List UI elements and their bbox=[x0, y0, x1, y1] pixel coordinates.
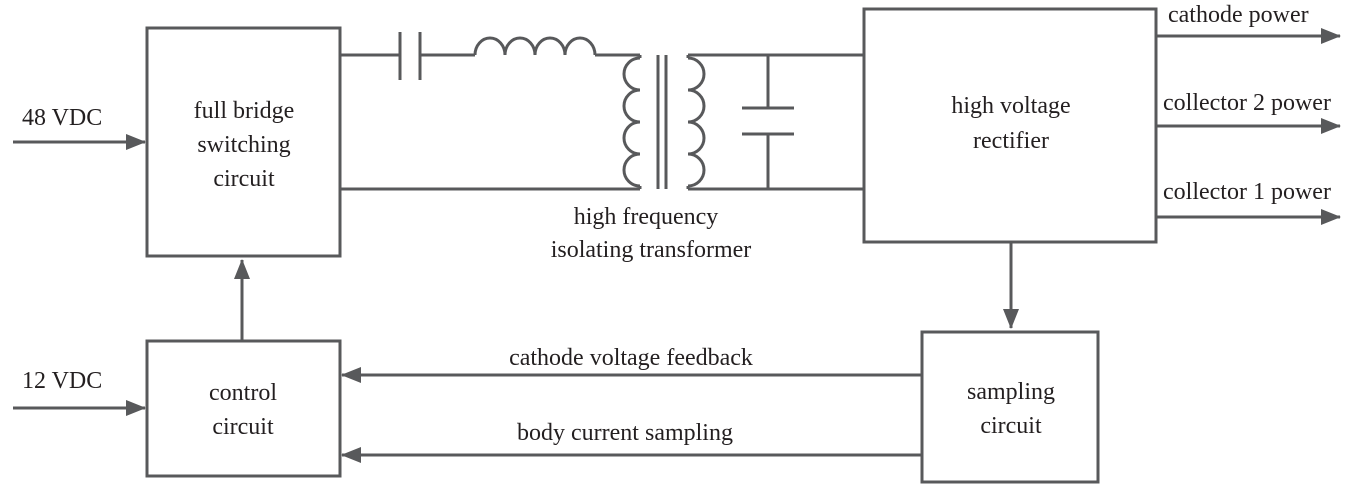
hv-rectifier-label-2: rectifier bbox=[973, 128, 1049, 154]
full-bridge-label-1: full bridge bbox=[194, 98, 295, 124]
collector2-output-label: collector 2 power bbox=[1163, 90, 1331, 116]
full-bridge-block bbox=[145, 26, 342, 258]
hv-rectifier-block bbox=[862, 7, 1158, 244]
full-bridge-label-3: circuit bbox=[213, 166, 275, 192]
control-label-2: circuit bbox=[212, 414, 274, 440]
transformer-primary bbox=[622, 56, 641, 188]
cathode-output-label: cathode power bbox=[1168, 2, 1309, 28]
resonant-network bbox=[340, 32, 864, 191]
body-current-label: body current sampling bbox=[517, 420, 733, 446]
collector1-output-label: collector 1 power bbox=[1163, 179, 1331, 205]
transformer-label-2: isolating transformer bbox=[551, 237, 752, 263]
feedback-label: cathode voltage feedback bbox=[509, 345, 753, 371]
transformer-label-1: high frequency bbox=[574, 204, 719, 230]
sampling-label-1: sampling bbox=[967, 379, 1055, 405]
input-48v-label: 48 VDC bbox=[22, 105, 102, 131]
series-inductor bbox=[473, 36, 597, 56]
sampling-block bbox=[920, 330, 1100, 484]
control-block bbox=[145, 339, 342, 478]
transformer-secondary bbox=[687, 56, 706, 188]
control-label-1: control bbox=[209, 380, 277, 406]
full-bridge-label-2: switching bbox=[197, 132, 290, 158]
input-12v-label: 12 VDC bbox=[22, 368, 102, 394]
sampling-label-2: circuit bbox=[980, 413, 1042, 439]
hv-rectifier-label-1: high voltage bbox=[951, 93, 1070, 119]
